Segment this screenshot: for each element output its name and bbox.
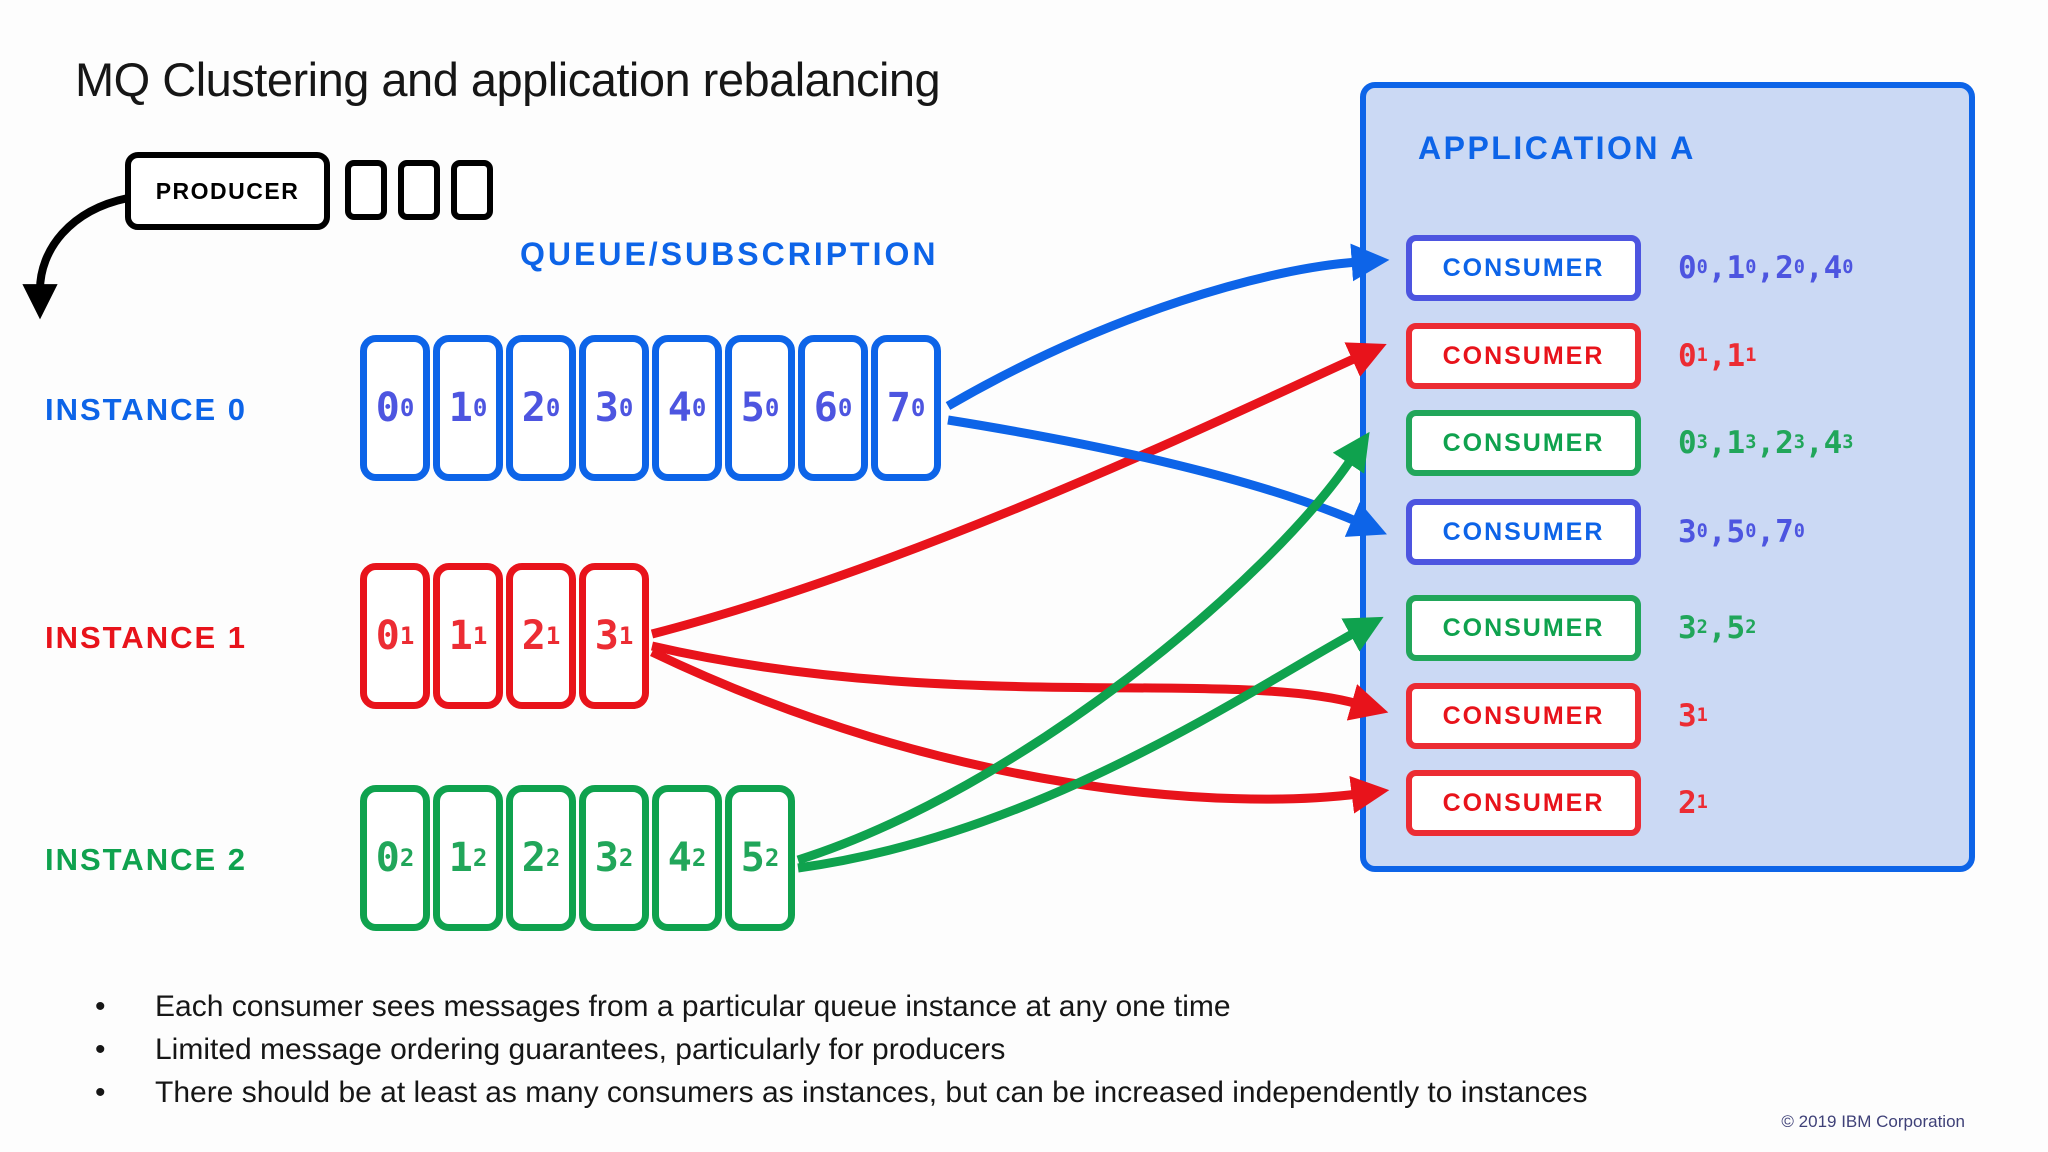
consumer-label: CONSUMER (1442, 341, 1605, 370)
consumer-label: CONSUMER (1442, 613, 1605, 642)
bullet-icon: • (95, 1033, 106, 1066)
bullet-text: Each consumer sees messages from a parti… (155, 990, 1231, 1023)
bullet-icon: • (95, 1076, 106, 1109)
consumer-label: CONSUMER (1442, 517, 1605, 546)
producer-arrow (22, 194, 129, 320)
notes-list: • Each consumer sees messages from a par… (95, 990, 1588, 1119)
application-a-title: APPLICATION A (1418, 130, 1696, 166)
message-slot (451, 160, 493, 220)
consumer-label: CONSUMER (1442, 788, 1605, 817)
list-item: • Each consumer sees messages from a par… (95, 990, 1588, 1024)
consumer-box-7: CONSUMER (1406, 770, 1641, 836)
bullet-text: Limited message ordering guarantees, par… (155, 1033, 1006, 1066)
instance-1-label: INSTANCE 1 (45, 620, 248, 655)
consumer-box-2: CONSUMER (1406, 323, 1641, 389)
consumer-box-6: CONSUMER (1406, 683, 1641, 749)
queue-subscription-heading: QUEUE/SUBSCRIPTION (520, 236, 939, 272)
consumer-box-3: CONSUMER (1406, 410, 1641, 476)
arrow-instance2-to-consumer3 (796, 431, 1370, 865)
page-title: MQ Clustering and application rebalancin… (75, 53, 941, 106)
message-slot (398, 160, 440, 220)
consumer-label: CONSUMER (1442, 253, 1605, 282)
arrow-instance1-to-consumer7 (650, 647, 1390, 814)
consumer-label: CONSUMER (1442, 701, 1605, 730)
bullet-text: There should be at least as many consume… (155, 1076, 1588, 1109)
list-item: • There should be at least as many consu… (95, 1076, 1588, 1110)
consumer-box-1: CONSUMER (1406, 235, 1641, 301)
message-slot (345, 160, 387, 220)
consumer-label: CONSUMER (1442, 428, 1605, 457)
consumer-box-5: CONSUMER (1406, 595, 1641, 661)
producer-box: PRODUCER (125, 152, 330, 230)
list-item: • Limited message ordering guarantees, p… (95, 1033, 1588, 1067)
instance-0-label: INSTANCE 0 (45, 392, 248, 427)
producer-label: PRODUCER (155, 177, 300, 204)
instance-2-label: INSTANCE 2 (45, 842, 248, 877)
consumer-box-4: CONSUMER (1406, 499, 1641, 565)
arrow-instance2-to-consumer5 (797, 616, 1384, 873)
arrow-instance0-to-consumer4 (947, 415, 1387, 537)
bullet-icon: • (95, 990, 106, 1023)
arrow-instance0-to-consumer1 (945, 243, 1390, 410)
arrow-instance1-to-consumer6 (650, 641, 1389, 721)
copyright-notice: © 2019 IBM Corporation (1781, 1112, 1965, 1131)
